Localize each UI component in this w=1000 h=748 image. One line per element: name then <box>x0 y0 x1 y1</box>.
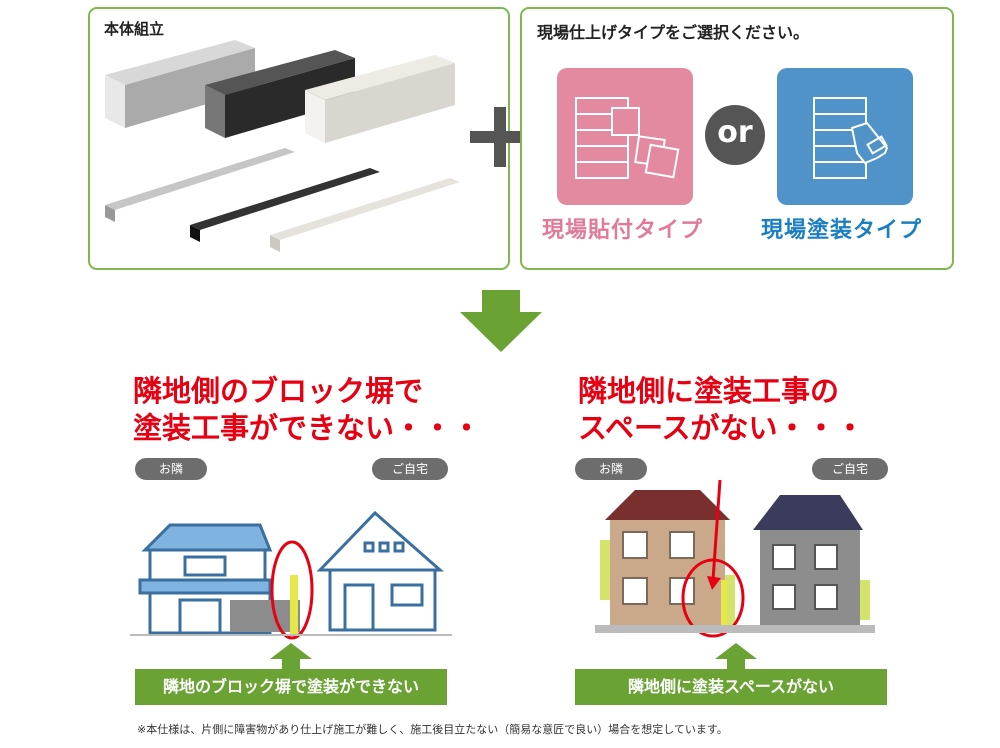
site-affix-type-tile[interactable] <box>557 68 693 205</box>
finish-type-title: 現場仕上げタイプをご選択ください。 <box>537 23 810 42</box>
right-home-badge: ご自宅 <box>812 458 888 480</box>
left-heading-line-2: 塗装工事ができない・・・ <box>133 411 482 445</box>
channel-beige <box>270 178 460 252</box>
pointer-arrow-head <box>707 576 721 590</box>
left-heading-line-1: 隣地側のブロック塀で <box>133 374 424 408</box>
narrow-gap-illustration <box>595 480 875 638</box>
block-wall <box>230 600 300 632</box>
site-affix-type-label: 現場貼付タイプ <box>542 218 704 243</box>
right-heading-line-1: 隣地側に塗装工事の <box>578 374 840 408</box>
pointer-arrow <box>711 480 722 581</box>
problem-circle <box>270 540 314 640</box>
panel-marker-2 <box>721 580 727 625</box>
right-up-arrow-icon <box>715 643 757 669</box>
left-up-arrow-icon <box>270 643 312 669</box>
right-heading-line-2: スペースがない・・・ <box>578 411 865 445</box>
home-house-gray <box>753 495 870 625</box>
neighbor-house-brown <box>600 490 730 625</box>
panel-marker <box>290 575 298 635</box>
panel-marker <box>725 575 735 625</box>
left-home-badge: ご自宅 <box>372 458 448 480</box>
block-wall-illustration <box>130 485 452 655</box>
down-arrow-icon <box>460 290 542 352</box>
paint-roller-icon <box>813 97 889 179</box>
home-house <box>316 510 444 632</box>
site-paint-type-label: 現場塗装タイプ <box>761 218 923 243</box>
panel-parts-illustration <box>105 40 460 252</box>
left-neighbor-badge: お隣 <box>135 458 207 480</box>
footnote: ※本仕様は、片側に障害物があり仕上げ施工が難しく、施工後目立たない（簡易な意匠で… <box>137 723 728 736</box>
left-caption: 隣地のブロック塀で塗装ができない <box>135 669 447 705</box>
problem-circle <box>681 558 745 638</box>
panel-gray <box>105 40 255 128</box>
right-case-heading: 隣地側に塗装工事の スペースがない・・・ <box>578 373 865 447</box>
channel-black <box>190 168 380 242</box>
right-neighbor-badge: お隣 <box>575 458 647 480</box>
channel-gray <box>105 148 295 222</box>
panel-beige <box>305 55 455 143</box>
plus-icon-vertical <box>494 107 506 167</box>
or-badge: or <box>705 105 765 165</box>
assembly-title: 本体組立 <box>104 20 165 38</box>
site-paint-type-tile[interactable] <box>777 68 913 205</box>
left-case-heading: 隣地側のブロック塀で 塗装工事ができない・・・ <box>133 373 481 447</box>
affix-sheet-icon <box>575 97 680 179</box>
right-caption: 隣地側に塗装スペースがない <box>575 669 887 705</box>
panel-black <box>205 50 355 138</box>
